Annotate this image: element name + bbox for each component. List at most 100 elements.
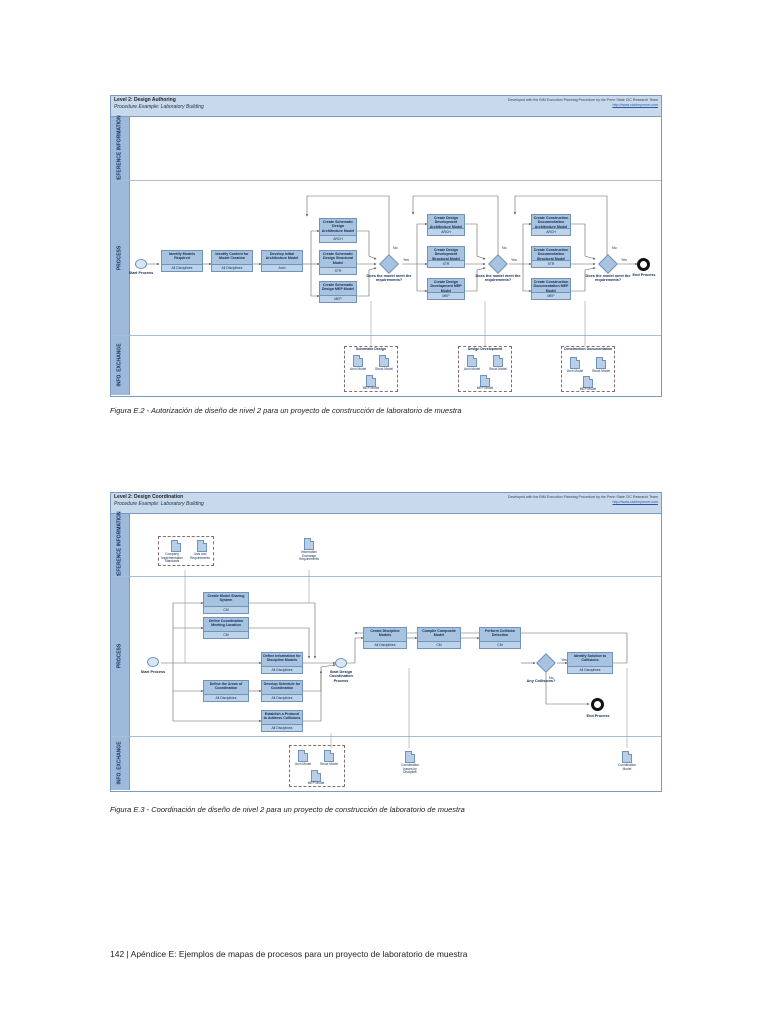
- doc-label: MEP Model: [476, 386, 494, 390]
- task-text: Create Schematic Design Structural Model: [322, 252, 354, 265]
- sub-start-event: [335, 658, 347, 668]
- design-authoring-diagram: Level 2: Design Authoring Procedure Exam…: [110, 95, 662, 397]
- yes-label: Yes: [403, 258, 409, 262]
- decision-label: Does the model meet the requirements?: [585, 274, 631, 283]
- task-box: Create Schematic Design Structural Model…: [319, 250, 357, 275]
- doc-label: Arch Model: [566, 369, 584, 373]
- task-box: Define Information for Discipline Models…: [261, 652, 303, 674]
- task-box: Create Construction Documentation MEP Mo…: [531, 278, 571, 300]
- document-icon: [304, 538, 314, 550]
- lane-info-exchange: INFO. EXCHANGE: [111, 335, 130, 395]
- task-role: All Disciplines: [262, 724, 302, 731]
- doc-label: Struct Model: [592, 369, 610, 373]
- lane-divider: [111, 335, 661, 336]
- start-event: [147, 657, 159, 667]
- task-text: Create Schematic Design Architecture Mod…: [321, 220, 355, 233]
- yes-label: Yes: [621, 258, 627, 262]
- task-box: Create Construction Documentation Archit…: [531, 214, 571, 236]
- end-label: End Process: [632, 273, 656, 277]
- start-event: [135, 259, 147, 269]
- ref-doc-label: Company Implementation Standards: [161, 552, 183, 564]
- lane-process: PROCESS: [111, 180, 130, 335]
- yes-label: Yes: [511, 258, 517, 262]
- document-icon: [467, 355, 477, 367]
- start-label: Start Process: [128, 271, 154, 275]
- document-icon: [353, 355, 363, 367]
- task-text: Define Information for Discipline Models: [263, 654, 301, 663]
- task-role: All Disciplines: [262, 666, 302, 673]
- task-box: Establish a Protocol to Address Collisio…: [261, 710, 303, 732]
- task-role: STR: [532, 260, 570, 267]
- flow-connectors: [161, 570, 628, 748]
- reference-group: Company Implementation Standards Lists a…: [158, 536, 214, 566]
- document-icon: [379, 355, 389, 367]
- document-icon: [622, 751, 632, 763]
- document-icon: [324, 750, 334, 762]
- task-role: All Disciplines: [568, 666, 612, 673]
- exchange-group: Arch Model Struct Model MEP Model: [289, 745, 345, 787]
- task-text: Create Schematic Design MEP Model: [321, 283, 355, 292]
- coord-model-label: Coordination Model: [617, 763, 637, 771]
- document-icon: [570, 357, 580, 369]
- no-label: No: [549, 676, 554, 680]
- task-text: Define the Areas of Coordination: [209, 682, 243, 691]
- task-text: Create Model Sharing System: [207, 594, 245, 603]
- task-text: Define Coordination Meeting Location: [208, 619, 244, 628]
- task-role: STR: [320, 267, 356, 274]
- task-role: CM: [418, 641, 460, 648]
- diagram-subtitle: Procedure Example: Laboratory Building: [114, 501, 204, 507]
- task-role: All Disciplines: [212, 264, 252, 271]
- doc-label: Struct Model: [489, 367, 507, 371]
- doc-label: MEP Model: [362, 386, 380, 390]
- exchange-group: Design Development Arch Model Struct Mod…: [458, 346, 512, 392]
- doc-label: Arch Model: [294, 762, 312, 766]
- doc-label: Struct Model: [375, 367, 393, 371]
- task-text: Establish a Protocol to Address Collisio…: [263, 712, 301, 721]
- credit-text: Developed with the BIM Execution Plannin…: [507, 98, 658, 102]
- diagram-credit: Developed with the BIM Execution Plannin…: [508, 98, 658, 108]
- ref-doc-label: Lists and Requirements: [190, 552, 210, 560]
- no-label: No: [502, 246, 507, 250]
- task-box: Create Design Development Architecture M…: [427, 214, 465, 236]
- sub-start-label: Start Design Coordination Process: [329, 670, 353, 683]
- credit-url: http://www.cicbimpmnet.com: [612, 103, 658, 107]
- task-text: Develop Schedule for Coordination: [263, 682, 301, 691]
- task-role: All Disciplines: [364, 641, 406, 648]
- task-text: Create Construction Documentation Struct…: [533, 248, 569, 261]
- diagram-header: Level 2: Design Coordination Procedure E…: [111, 493, 661, 514]
- no-label: No: [393, 246, 398, 250]
- start-label: Start Process: [140, 670, 166, 674]
- task-role: STR: [428, 260, 464, 267]
- document-icon: [311, 770, 321, 782]
- diagram-credit: Developed with the BIM Execution Plannin…: [508, 495, 658, 505]
- task-text: Create Construction Documentation Archit…: [533, 216, 569, 229]
- lane-reference: REFERENCE INFORMATION: [111, 511, 130, 579]
- diagram-header: Level 2: Design Authoring Procedure Exam…: [111, 96, 661, 117]
- page-footer: 142 | Apéndice E: Ejemplos de mapas de p…: [110, 949, 468, 959]
- lane-reference: REFERENCE INFORMATION: [111, 115, 130, 182]
- document-icon: [493, 355, 503, 367]
- lane-divider: [111, 576, 661, 577]
- task-role: CM: [204, 631, 248, 638]
- task-role: MEP: [532, 292, 570, 299]
- task-text: Create Construction Documentation MEP Mo…: [533, 280, 569, 293]
- no-label: No: [612, 246, 617, 250]
- document-icon: [366, 375, 376, 387]
- document-icon: [405, 751, 415, 763]
- task-role: All Disciplines: [162, 264, 202, 271]
- task-text: Create Design Development Structural Mod…: [431, 248, 461, 261]
- credit-url: http://www.cicbimpmnet.com: [612, 500, 658, 504]
- task-role: MEP: [320, 295, 356, 302]
- document-icon: [171, 540, 181, 552]
- credit-text: Developed with the BIM Execution Plannin…: [507, 495, 658, 499]
- task-text: Develop Initial Architecture Model: [265, 252, 299, 261]
- task-role: MEP: [428, 292, 464, 299]
- doc-label: Arch Model: [349, 367, 367, 371]
